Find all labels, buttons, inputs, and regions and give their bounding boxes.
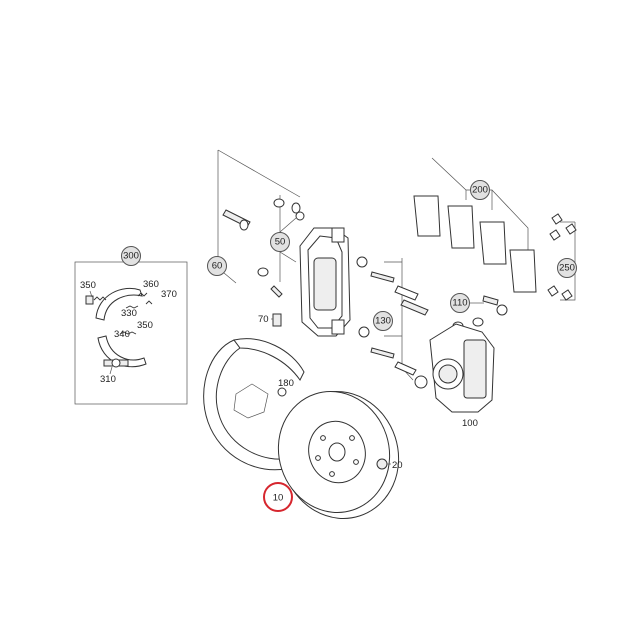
dust-shield: 180 [203,338,305,471]
callout-350-mid: 350 [137,320,153,331]
callout-10: 10 [273,493,284,504]
brake-shoe-lower [97,335,147,368]
callout-20: 20 [392,460,403,471]
screw-20 [376,458,388,470]
callout-200: 200 [472,185,488,196]
brake-pad-1 [413,195,441,237]
highlight-ring-10[interactable] [263,482,293,512]
bolt-70 [272,313,282,327]
callout-50: 50 [275,237,286,248]
spring-350 [93,296,107,301]
callout-360: 360 [143,279,159,290]
caliper-bolts-group: 110 [450,293,508,331]
caliper-hardware-group: 130 [356,256,429,381]
callout-100: 100 [462,418,478,429]
callout-bubble-110[interactable] [450,293,470,313]
callout-180: 180 [278,378,294,389]
caliper-front [299,227,351,337]
callout-130: 130 [375,316,391,327]
callout-110: 110 [452,298,467,309]
callout-60: 60 [212,261,223,272]
callout-bubble-130[interactable] [373,311,393,331]
callout-bubble-200[interactable] [470,180,490,200]
pad-clips-group: 250 [547,213,577,301]
callout-bubble-300[interactable] [121,246,141,266]
callout-250: 250 [559,263,575,274]
brake-caliper-100: 100 [414,323,495,429]
callout-bubble-250[interactable] [557,258,577,278]
brake-pads-group: 200 [413,157,537,293]
callout-310: 310 [100,374,116,385]
brake-disc-10: 20 [277,391,403,519]
callout-70: 70 [258,314,269,325]
callout-bubble-50[interactable] [270,232,290,252]
callout-350-top: 350 [80,280,96,291]
callout-300: 300 [123,251,139,262]
brake-pad-3 [479,221,507,265]
callout-bubble-60[interactable] [207,256,227,276]
parking-brake-kit-group: 300 350 360 370 330 350 340 310 [74,246,188,405]
caliper-bracket-group: 60 50 70 [207,149,305,327]
callout-330: 330 [121,308,137,319]
callout-370: 370 [161,289,177,300]
callout-340: 340 [114,329,130,340]
brake-pad-4 [509,249,537,293]
brake-pad-2 [447,205,475,249]
